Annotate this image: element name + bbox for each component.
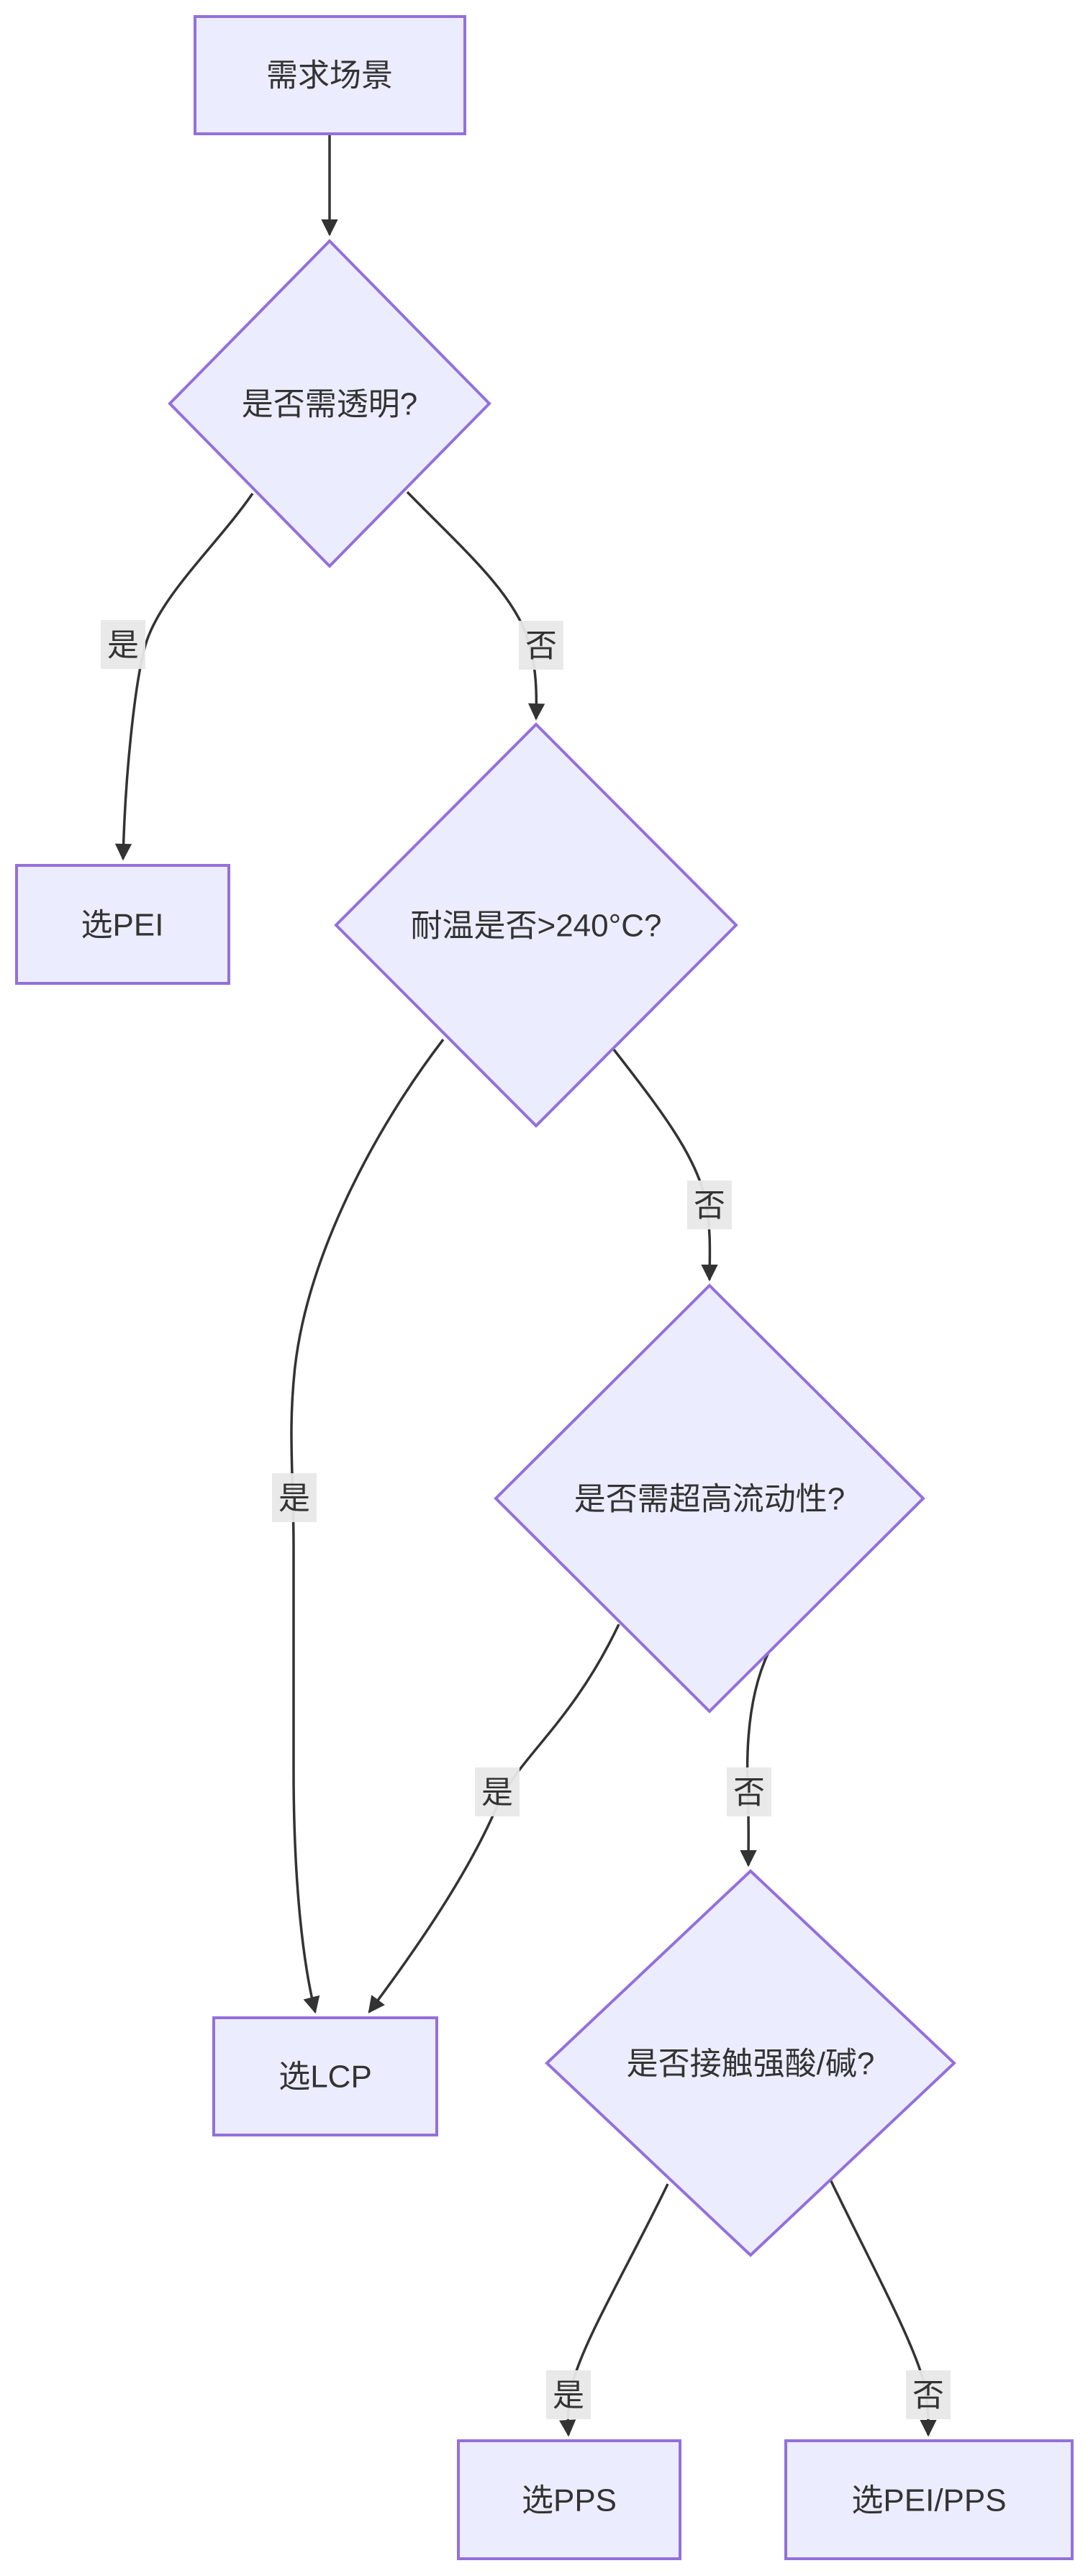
edge-label-temperature-yes: 是 — [272, 1473, 317, 1522]
edge-label-text: 是 — [107, 627, 139, 663]
edge-label-text: 是 — [481, 1775, 513, 1810]
node-choose-pei: 选PEI — [15, 864, 230, 985]
edge-label-bg — [687, 1180, 732, 1229]
node-choose-pps: 选PPS — [457, 2439, 681, 2560]
node-temperature-decision: 耐温是否>240°C? — [334, 722, 738, 1128]
edge-label-transparent-yes: 是 — [101, 620, 145, 669]
node-diamond — [168, 239, 491, 568]
edge-label-bg — [101, 620, 145, 669]
node-label: 选PEI — [81, 907, 164, 942]
edge-label-bg — [906, 2370, 951, 2419]
edge-label-text: 是 — [553, 2377, 584, 2413]
edge-label-text: 否 — [694, 1188, 725, 1223]
node-label: 是否需透明? — [242, 386, 417, 422]
node-transparent-decision: 是否需透明? — [168, 239, 491, 568]
edge-label-text: 是 — [278, 1480, 310, 1516]
node-rect — [15, 864, 230, 985]
node-label: 选PPS — [522, 2482, 617, 2518]
node-rect — [784, 2439, 1074, 2560]
node-layer: 需求场景 是否需透明? 选PEI 耐温是否>240°C? 是否需超高流动性? 选 — [15, 15, 1074, 2560]
edge-label-acid-yes: 是 — [546, 2370, 591, 2419]
edge-transparent-no-to-temperature — [406, 491, 545, 721]
edge-label-layer: 是 否 是 否 是 否 是 — [101, 620, 951, 2419]
node-rect — [194, 15, 466, 135]
node-demand-scenario: 需求场景 — [194, 15, 466, 135]
edge-label-transparent-no: 否 — [519, 621, 563, 670]
edge-label-bg — [727, 1767, 771, 1816]
edge-label-bg — [272, 1473, 317, 1522]
edge-label-bg — [519, 621, 563, 670]
node-rect — [212, 2016, 438, 2136]
node-diamond — [494, 1283, 925, 1713]
node-flowability-decision: 是否需超高流动性? — [494, 1283, 925, 1713]
edge-label-flowability-no: 否 — [727, 1767, 771, 1816]
edge-temperature-no-to-flowability — [612, 1048, 718, 1282]
edge-label-flowability-yes: 是 — [475, 1767, 520, 1816]
edge-flowability-yes-to-lcp — [368, 1624, 620, 2013]
node-acid-alkali-decision: 是否接触强酸/碱? — [545, 1869, 956, 2257]
edge-label-bg — [546, 2370, 591, 2419]
node-label: 选LCP — [278, 2059, 372, 2094]
node-label: 耐温是否>240°C? — [411, 908, 662, 943]
node-diamond — [334, 722, 738, 1128]
node-choose-pei-pps: 选PEI/PPS — [784, 2439, 1074, 2560]
edge-label-bg — [475, 1767, 520, 1816]
node-choose-lcp: 选LCP — [212, 2016, 438, 2136]
node-rect — [457, 2439, 681, 2560]
edge-transparent-yes-to-pei — [114, 493, 254, 861]
node-label: 选PEI/PPS — [851, 2482, 1006, 2518]
edge-label-text: 否 — [912, 2377, 944, 2413]
edge-flowability-no-to-acid — [740, 1652, 770, 1867]
edge-label-temperature-no: 否 — [687, 1180, 732, 1229]
node-diamond — [545, 1869, 956, 2257]
edge-label-acid-no: 否 — [906, 2370, 951, 2419]
edge-label-text: 否 — [733, 1775, 765, 1810]
node-label: 是否需超高流动性? — [574, 1481, 845, 1516]
node-label: 需求场景 — [266, 58, 393, 93]
edge-label-text: 否 — [525, 628, 557, 663]
edge-temperature-yes-to-lcp — [290, 1038, 445, 2014]
node-label: 是否接触强酸/碱? — [627, 2046, 875, 2081]
